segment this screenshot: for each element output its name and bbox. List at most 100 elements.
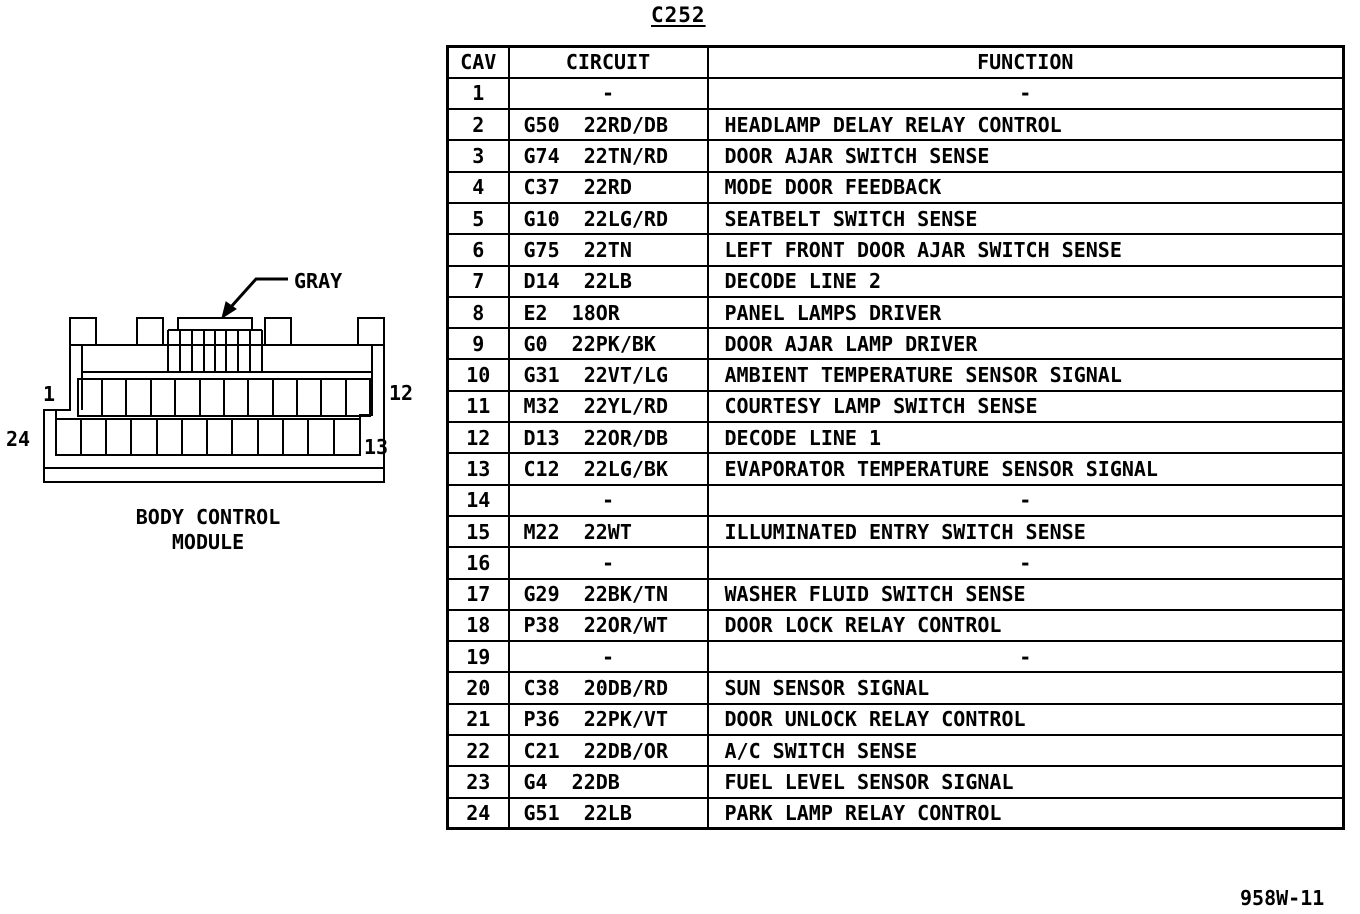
pin-label-13: 13 (364, 435, 388, 459)
table-header-row: CAV CIRCUIT FUNCTION (446, 45, 1345, 79)
cell-circuit: D13 22OR/DB (507, 421, 709, 455)
cell-circuit: M32 22YL/RD (507, 389, 709, 424)
cell-circuit: - (507, 546, 709, 580)
cell-circuit: G51 22LB (507, 796, 709, 830)
cell-cav: 10 (446, 358, 510, 392)
cell-circuit: - (507, 76, 709, 111)
cell-cav: 21 (446, 702, 510, 737)
cell-circuit: G0 22PK/BK (507, 327, 709, 361)
cell-function: SUN SENSOR SIGNAL (706, 671, 1345, 705)
header-function: FUNCTION (706, 45, 1345, 79)
cell-function: - (706, 76, 1345, 111)
cell-cav: 16 (446, 546, 510, 580)
cell-cav: 4 (446, 170, 510, 204)
cell-circuit: G75 22TN (507, 233, 709, 267)
cell-circuit: G50 22RD/DB (507, 108, 709, 142)
table-row: 14-- (446, 483, 1345, 517)
cell-function: PANEL LAMPS DRIVER (706, 295, 1345, 330)
cell-circuit: P36 22PK/VT (507, 702, 709, 737)
cell-circuit: G74 22TN/RD (507, 139, 709, 173)
connector-id-title: C252 (651, 3, 706, 27)
cell-function: DECODE LINE 1 (706, 421, 1345, 455)
cell-function: WASHER FLUID SWITCH SENSE (706, 577, 1345, 611)
cell-cav: 6 (446, 233, 510, 267)
cell-function: A/C SWITCH SENSE (706, 734, 1345, 768)
cell-cav: 1 (446, 76, 510, 111)
table-row: 1-- (446, 76, 1345, 111)
cell-cav: 14 (446, 483, 510, 517)
cell-function: DOOR AJAR LAMP DRIVER (706, 327, 1345, 361)
cell-circuit: - (507, 640, 709, 674)
cell-cav: 12 (446, 421, 510, 455)
cell-circuit: M22 22WT (507, 514, 709, 549)
cell-cav: 15 (446, 514, 510, 549)
connector-diagram: GRAY 1 12 24 13 BODY CONTROL MODULE (6, 269, 413, 554)
cell-function: LEFT FRONT DOOR AJAR SWITCH SENSE (706, 233, 1345, 267)
cell-circuit: G31 22VT/LG (507, 358, 709, 392)
cell-circuit: C37 22RD (507, 170, 709, 204)
cell-cav: 2 (446, 108, 510, 142)
cell-circuit: D14 22LB (507, 264, 709, 298)
cell-function: EVAPORATOR TEMPERATURE SENSOR SIGNAL (706, 452, 1345, 486)
cell-cav: 3 (446, 139, 510, 173)
cell-circuit: G29 22BK/TN (507, 577, 709, 611)
cell-function: DOOR LOCK RELAY CONTROL (706, 608, 1345, 643)
cell-cav: 22 (446, 734, 510, 768)
cell-circuit: C12 22LG/BK (507, 452, 709, 486)
cell-circuit: G4 22DB (507, 765, 709, 799)
cell-cav: 5 (446, 201, 510, 236)
cell-function: ILLUMINATED ENTRY SWITCH SENSE (706, 514, 1345, 549)
cell-cav: 13 (446, 452, 510, 486)
cell-cav: 11 (446, 389, 510, 424)
cell-cav: 18 (446, 608, 510, 643)
cell-cav: 7 (446, 264, 510, 298)
cell-cav: 9 (446, 327, 510, 361)
cell-function: - (706, 546, 1345, 580)
cell-function: DOOR UNLOCK RELAY CONTROL (706, 702, 1345, 737)
connector-name-line2: MODULE (172, 530, 244, 554)
cell-cav: 20 (446, 671, 510, 705)
cell-circuit: E2 18OR (507, 295, 709, 330)
pin-label-12: 12 (389, 381, 413, 405)
figure-code: 958W-11 (1240, 886, 1325, 910)
header-cav: CAV (446, 45, 510, 79)
cell-circuit: P38 22OR/WT (507, 608, 709, 643)
cell-cav: 19 (446, 640, 510, 674)
cell-function: - (706, 640, 1345, 674)
cell-function: HEADLAMP DELAY RELAY CONTROL (706, 108, 1345, 142)
header-circuit: CIRCUIT (507, 45, 709, 79)
cell-circuit: - (507, 483, 709, 517)
cell-function: DECODE LINE 2 (706, 264, 1345, 298)
connector-color-label: GRAY (294, 269, 342, 293)
pin-label-1: 1 (43, 382, 55, 406)
table-row: 19-- (446, 640, 1345, 674)
connector-name-line1: BODY CONTROL (136, 505, 281, 529)
cell-function: PARK LAMP RELAY CONTROL (706, 796, 1345, 830)
cell-cav: 17 (446, 577, 510, 611)
cell-circuit: G10 22LG/RD (507, 201, 709, 236)
cell-function: COURTESY LAMP SWITCH SENSE (706, 389, 1345, 424)
cell-function: AMBIENT TEMPERATURE SENSOR SIGNAL (706, 358, 1345, 392)
cell-cav: 23 (446, 765, 510, 799)
cell-function: DOOR AJAR SWITCH SENSE (706, 139, 1345, 173)
